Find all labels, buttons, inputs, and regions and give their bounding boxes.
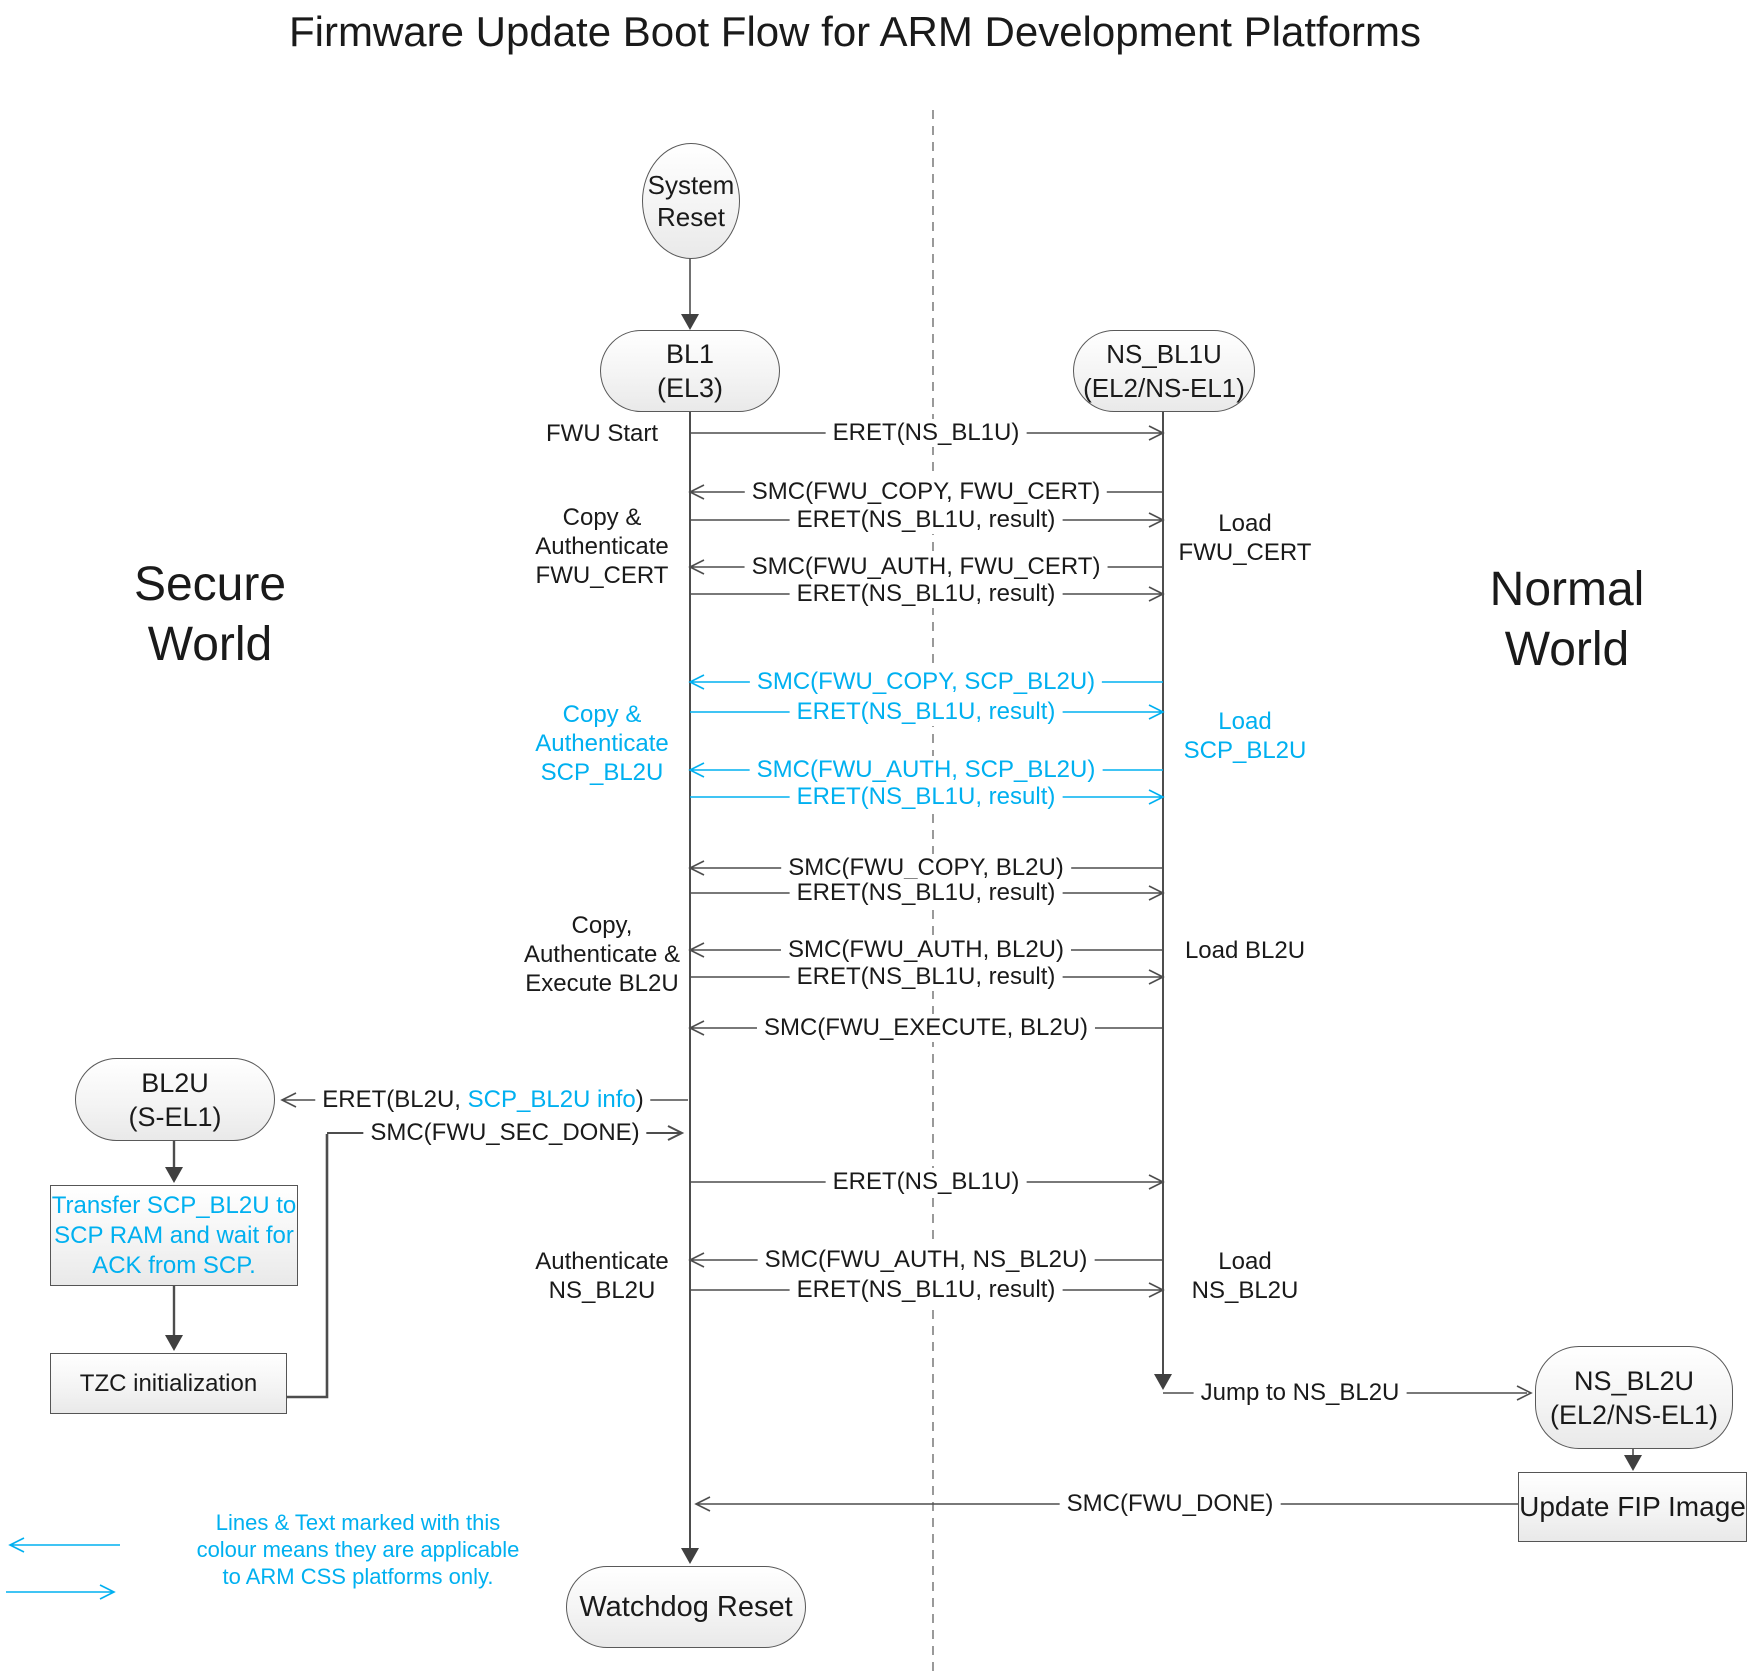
msg-smc-fwu-auth-ns-bl2u: SMC(FWU_AUTH, NS_BL2U): [757, 1246, 1095, 1274]
stage-line: Authenticate: [535, 730, 669, 757]
eret-bl2u-suffix: ): [635, 1086, 644, 1113]
stage-line: Authenticate: [535, 1248, 669, 1275]
transfer-line3: ACK from SCP.: [92, 1251, 256, 1279]
tzc-label: TZC initialization: [79, 1369, 258, 1397]
watchdog-reset-node: Watchdog Reset: [566, 1566, 806, 1648]
msg-smc-fwu-copy-scp-bl2u: SMC(FWU_COPY, SCP_BL2U): [749, 668, 1103, 696]
msg-eret-result-3: ERET(NS_BL1U, result): [789, 698, 1063, 726]
eret-bl2u-prefix: ERET(BL2U,: [322, 1086, 468, 1113]
arrowhead-into-watchdog: [681, 1548, 699, 1564]
bl2u-line2: (S-EL1): [128, 1101, 222, 1132]
stage-copy-auth-exec-bl2u: Copy, Authenticate & Execute BL2U: [492, 911, 712, 998]
arrowhead-into-update-fip: [1624, 1455, 1642, 1471]
watchdog-reset-label: Watchdog Reset: [579, 1591, 793, 1623]
msg-eret-result-4: ERET(NS_BL1U, result): [789, 783, 1063, 811]
stage-line: Copy &: [562, 701, 642, 728]
msg-smc-fwu-done: SMC(FWU_DONE): [1059, 1490, 1281, 1518]
stage-load-ns-bl2u: Load NS_BL2U: [1135, 1247, 1355, 1305]
tzc-return-elbow-line: [285, 1134, 329, 1399]
legend-line1: Lines & Text marked with this: [215, 1510, 501, 1535]
msg-jump-to-ns-bl2u: Jump to NS_BL2U: [1193, 1379, 1407, 1407]
stage-auth-ns-bl2u: Authenticate NS_BL2U: [492, 1247, 712, 1305]
msg-eret-result-6: ERET(NS_BL1U, result): [789, 963, 1063, 991]
ns-bl2u-node: NS_BL2U (EL2/NS-EL1): [1535, 1346, 1733, 1449]
arrowhead-into-bl1: [681, 314, 699, 330]
stage-line: NS_BL2U: [548, 1277, 656, 1304]
stage-line: Copy &: [562, 504, 642, 531]
msg-eret-ns-bl1u-2: ERET(NS_BL1U): [825, 1168, 1027, 1196]
normal-world-line2: World: [1504, 623, 1630, 676]
ns-bl2u-line1: NS_BL2U: [1573, 1365, 1695, 1396]
legend-arrows: [6, 1537, 120, 1600]
msg-eret-result-7: ERET(NS_BL1U, result): [789, 1276, 1063, 1304]
arrowhead-ns-bl1u-end: [1154, 1374, 1172, 1390]
system-reset-line2: Reset: [657, 202, 725, 232]
transfer-line1: Transfer SCP_BL2U to: [51, 1191, 297, 1219]
update-fip-image-box: Update FIP Image: [1518, 1472, 1747, 1542]
msg-smc-fwu-sec-done: SMC(FWU_SEC_DONE): [363, 1119, 647, 1147]
arrowhead-into-tzc: [165, 1335, 183, 1351]
bl1-line1: BL1: [665, 339, 715, 369]
msg-smc-fwu-auth-scp-bl2u: SMC(FWU_AUTH, SCP_BL2U): [749, 756, 1103, 784]
msg-smc-fwu-auth-fwu-cert: SMC(FWU_AUTH, FWU_CERT): [744, 553, 1108, 581]
msg-eret-result-2: ERET(NS_BL1U, result): [789, 580, 1063, 608]
stage-line: Load BL2U: [1184, 937, 1306, 964]
stage-line: Authenticate &: [523, 941, 681, 968]
tzc-initialization-box: TZC initialization: [50, 1353, 287, 1414]
system-reset-line1: System: [647, 170, 735, 200]
eret-bl2u-highlight: SCP_BL2U info: [467, 1086, 636, 1113]
transfer-line2: SCP RAM and wait for: [54, 1221, 294, 1249]
stage-line: FWU_CERT: [1178, 539, 1312, 566]
ns-bl1u-line2: (EL2/NS-EL1): [1083, 373, 1245, 403]
msg-smc-fwu-auth-bl2u: SMC(FWU_AUTH, BL2U): [780, 936, 1072, 964]
msg-eret-result-1: ERET(NS_BL1U, result): [789, 506, 1063, 534]
msg-eret-bl2u-scp-info: ERET(BL2U, SCP_BL2U info): [315, 1086, 651, 1114]
ns-bl2u-line2: (EL2/NS-EL1): [1549, 1399, 1719, 1430]
stage-copy-auth-fwu-cert: Copy & Authenticate FWU_CERT: [492, 503, 712, 590]
update-fip-label: Update FIP Image: [1519, 1491, 1746, 1522]
normal-world-label: Normal World: [1417, 560, 1717, 680]
stage-line: Copy,: [571, 912, 633, 939]
stage-line: Authenticate: [535, 533, 669, 560]
stage-line: SCP_BL2U: [1183, 737, 1307, 764]
legend-line3: to ARM CSS platforms only.: [222, 1564, 494, 1589]
msg-eret-ns-bl1u-1: ERET(NS_BL1U): [825, 419, 1027, 447]
stage-line: Load: [1218, 1248, 1272, 1275]
legend-note: Lines & Text marked with this colour mea…: [178, 1509, 538, 1590]
secure-world-line1: Secure: [133, 558, 287, 611]
legend-line2: colour means they are applicable: [196, 1537, 520, 1562]
ns-bl1u-node: NS_BL1U (EL2/NS-EL1): [1073, 330, 1255, 412]
msg-smc-fwu-execute-bl2u: SMC(FWU_EXECUTE, BL2U): [756, 1014, 1096, 1042]
page-title: Firmware Update Boot Flow for ARM Develo…: [288, 8, 1422, 55]
stage-line: FWU_CERT: [535, 562, 669, 589]
bl1-node: BL1 (EL3): [600, 330, 780, 412]
stage-line: Load: [1218, 510, 1272, 537]
stage-line: Execute BL2U: [525, 970, 679, 997]
stage-line: NS_BL2U: [1191, 1277, 1299, 1304]
bl1-line2: (EL3): [656, 373, 724, 403]
msg-smc-fwu-copy-fwu-cert: SMC(FWU_COPY, FWU_CERT): [744, 478, 1108, 506]
secure-world-line2: World: [147, 618, 273, 671]
stage-line: SCP_BL2U: [540, 759, 664, 786]
stage-load-scp-bl2u: Load SCP_BL2U: [1135, 707, 1355, 765]
secure-world-label: Secure World: [60, 555, 360, 675]
bl2u-line1: BL2U: [141, 1067, 209, 1098]
stage-line: Load: [1218, 708, 1272, 735]
bl2u-node: BL2U (S-EL1): [75, 1058, 275, 1141]
stage-load-bl2u: Load BL2U: [1135, 936, 1355, 965]
system-reset-node: System Reset: [642, 143, 740, 259]
normal-world-line1: Normal: [1489, 563, 1645, 616]
ns-bl1u-line1: NS_BL1U: [1106, 339, 1222, 369]
transfer-scp-bl2u-box: Transfer SCP_BL2U to SCP RAM and wait fo…: [50, 1185, 298, 1286]
filled-arrowheads: [165, 314, 1642, 1564]
stage-copy-auth-scp-bl2u: Copy & Authenticate SCP_BL2U: [492, 700, 712, 787]
msg-eret-result-5: ERET(NS_BL1U, result): [789, 879, 1063, 907]
msg-smc-fwu-copy-bl2u: SMC(FWU_COPY, BL2U): [781, 854, 1071, 882]
stage-fwu-start: FWU Start: [492, 419, 712, 448]
arrowhead-into-transfer: [165, 1167, 183, 1183]
stage-load-fwu-cert: Load FWU_CERT: [1135, 509, 1355, 567]
fwu-start-text: FWU Start: [546, 420, 658, 447]
